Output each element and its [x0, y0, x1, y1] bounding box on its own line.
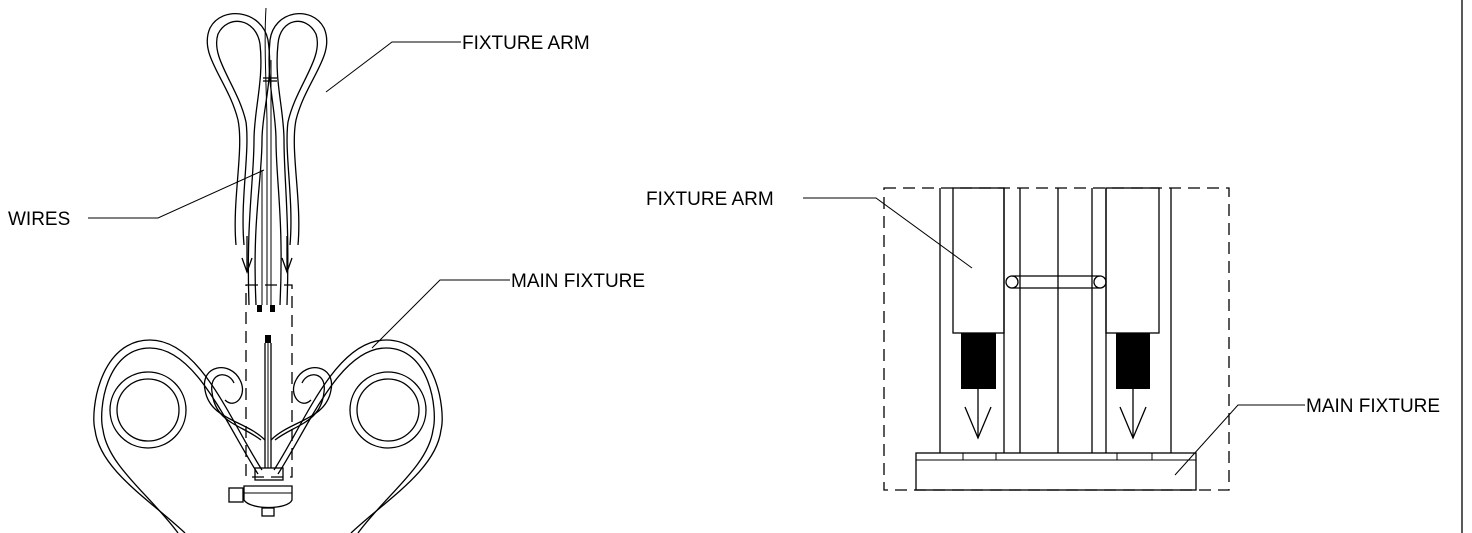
label-main-fixture-left: MAIN FIXTURE — [511, 271, 645, 292]
label-fixture-arm-right: FIXTURE ARM — [646, 189, 774, 210]
vertical-rails-right — [939, 188, 1172, 453]
label-main-fixture-right: MAIN FIXTURE — [1306, 396, 1440, 417]
fixture-base-left — [228, 467, 293, 517]
leader-main-fixture-right — [1174, 404, 1305, 476]
fixture-rod — [264, 343, 272, 468]
fixture-arm-loops-left — [206, 12, 328, 306]
down-arrow-left-1 — [241, 236, 253, 274]
down-arrow-left-2 — [281, 236, 293, 274]
left-view: FIXTURE ARM WIRES MAIN FIXTURE — [8, 7, 645, 533]
dashed-fixture-outline-left — [245, 284, 293, 478]
inner-curl-right — [270, 367, 333, 441]
leader-main-fixture-left — [371, 279, 510, 349]
fixture-arm-block-left — [952, 187, 1005, 440]
dashed-outline-right — [883, 187, 1230, 491]
main-fixture-tube-left — [93, 339, 263, 533]
connector-tips — [257, 305, 275, 343]
main-fixture-base-right — [915, 452, 1197, 491]
label-fixture-arm-left: FIXTURE ARM — [462, 33, 590, 54]
leader-fixture-arm-right — [803, 197, 973, 269]
wires-left — [261, 7, 272, 305]
leader-fixture-arm-left — [325, 41, 461, 93]
inner-curl-left — [203, 367, 266, 441]
right-view: FIXTURE ARM MAIN FIXTURE — [646, 187, 1440, 491]
label-wires-left: WIRES — [8, 209, 70, 230]
leader-wires-left — [88, 169, 265, 219]
connecting-pin — [1005, 275, 1107, 289]
main-fixture-tube-right — [273, 339, 443, 533]
fixture-arm-block-right — [1105, 187, 1160, 440]
